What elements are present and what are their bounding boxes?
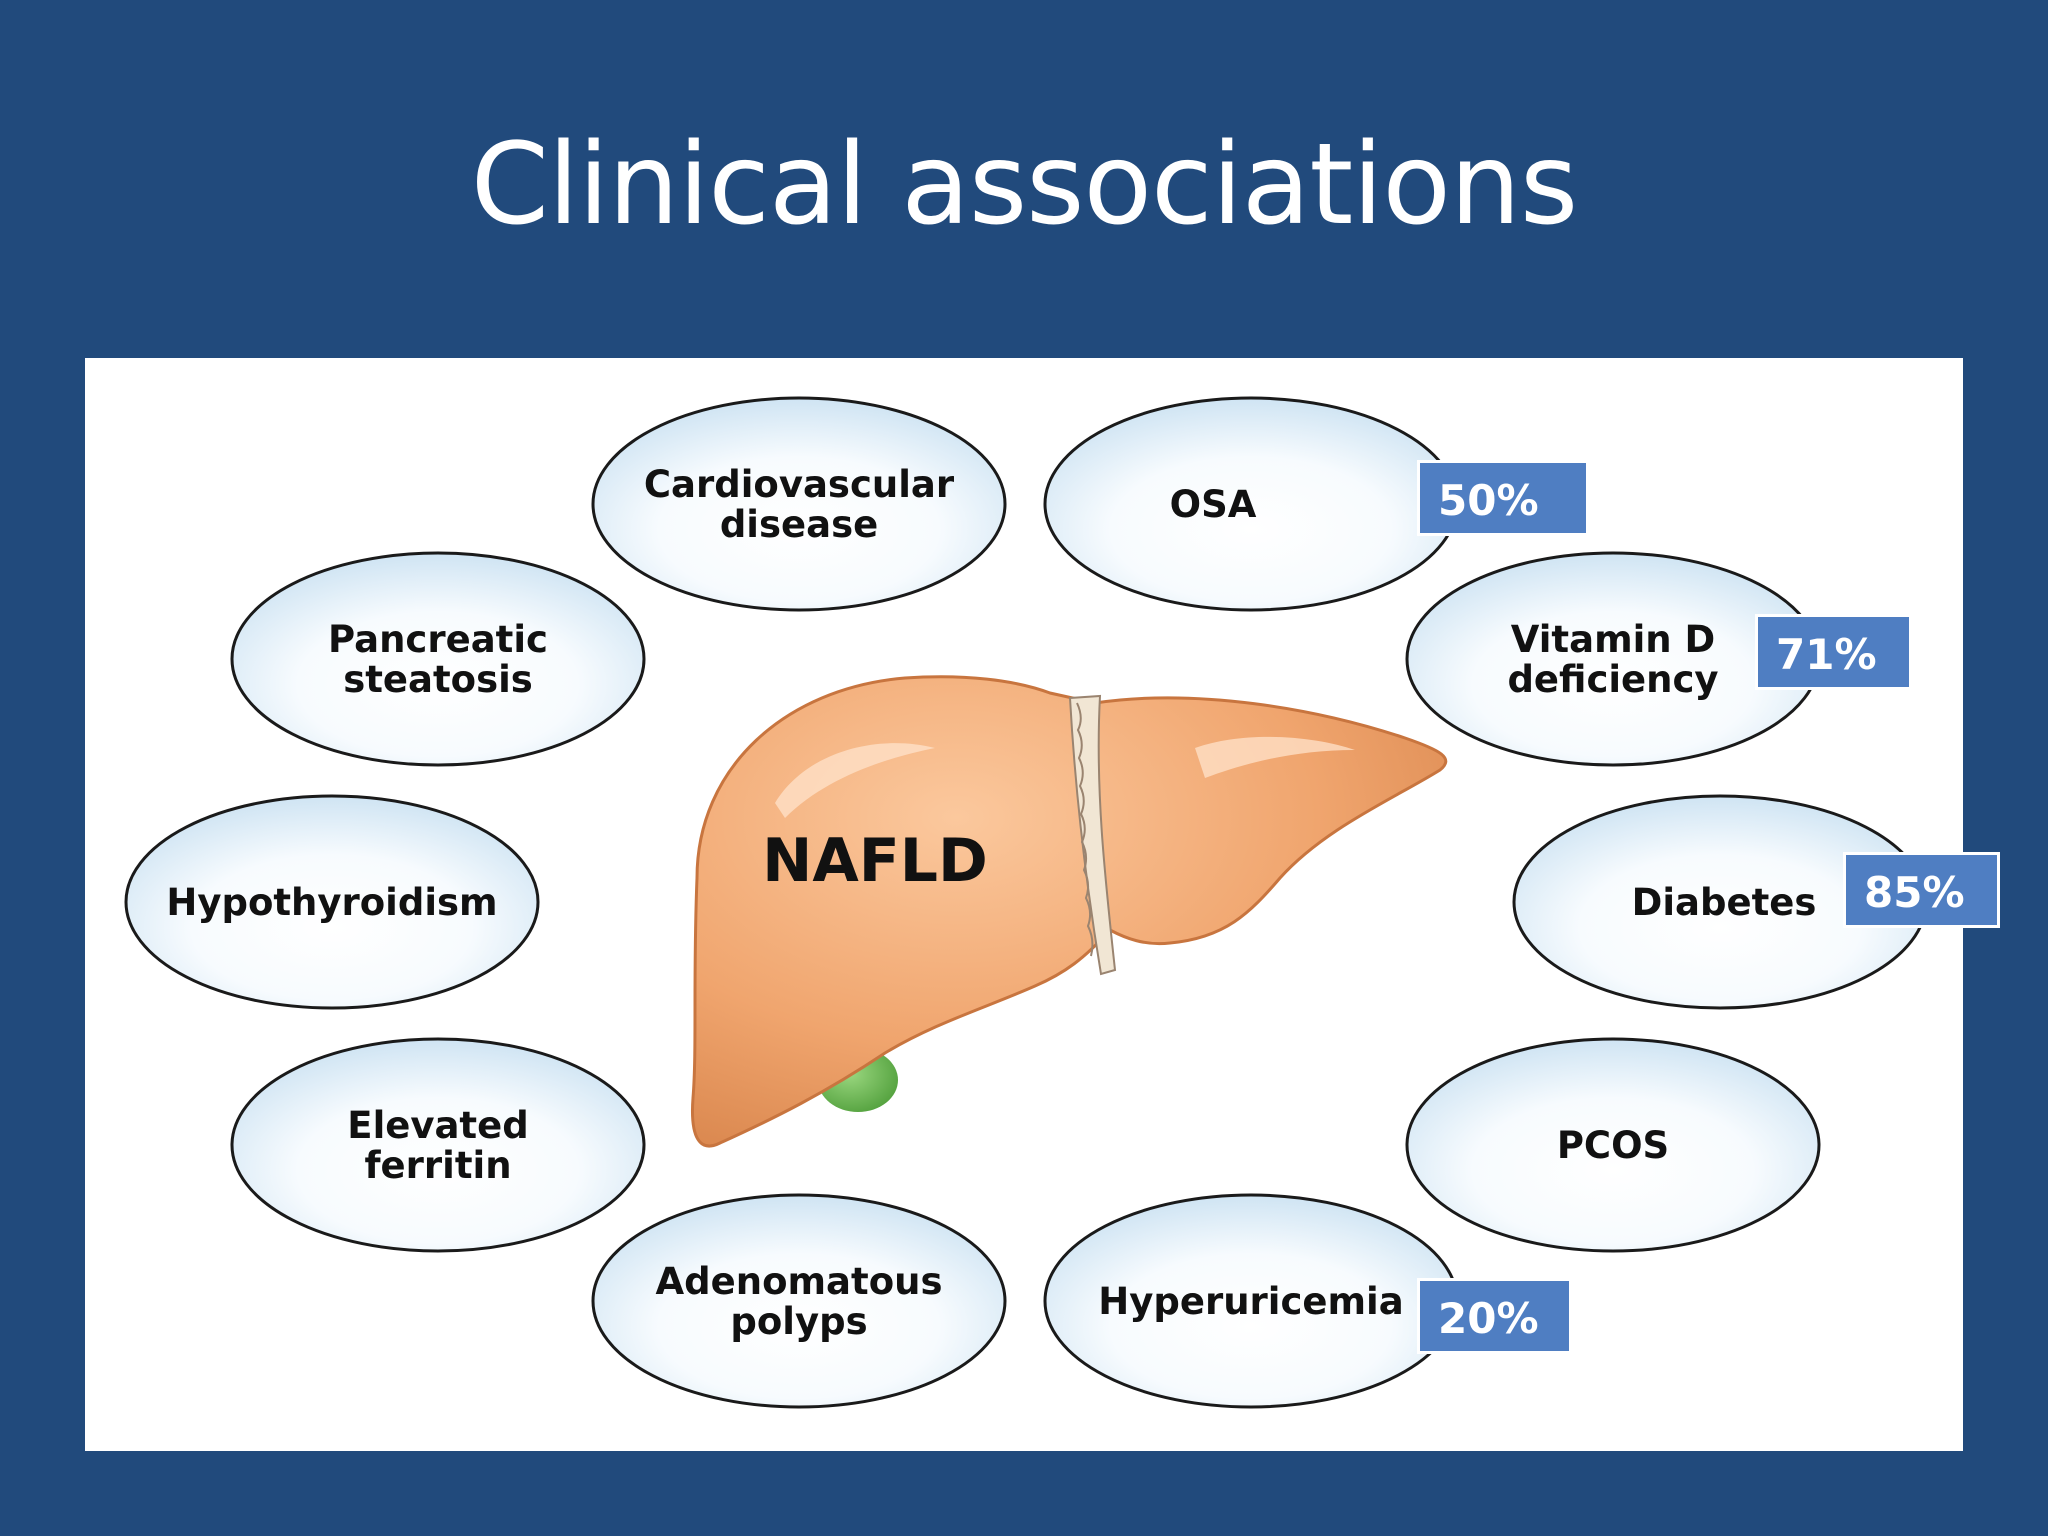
association-label: ferritin xyxy=(364,1144,511,1187)
association-pcos: PCOS xyxy=(1405,1037,1821,1253)
association-label: Hyperuricemia xyxy=(1098,1280,1403,1323)
association-bubble xyxy=(1405,1037,1821,1253)
association-label: OSA xyxy=(1170,483,1257,526)
association-osa: OSA xyxy=(1043,396,1459,612)
association-label: Pancreatic xyxy=(328,618,548,661)
association-label: disease xyxy=(720,503,878,546)
association-label: Elevated xyxy=(347,1104,528,1147)
association-bubble xyxy=(591,1193,1007,1409)
association-hyperuricemia: Hyperuricemia xyxy=(1043,1193,1459,1409)
association-bubble xyxy=(124,794,540,1010)
slide-title: Clinical associations xyxy=(470,120,1579,250)
prevalence-badge-vitamin-d: 71% xyxy=(1755,614,1912,690)
association-label: Adenomatous xyxy=(656,1260,943,1303)
association-bubble xyxy=(230,551,646,767)
liver-icon xyxy=(690,675,1448,1148)
association-label: Cardiovascular xyxy=(644,463,955,506)
association-label: Vitamin D xyxy=(1511,618,1716,661)
association-label: polyps xyxy=(730,1300,867,1343)
association-label: PCOS xyxy=(1557,1124,1669,1167)
prevalence-badge-osa: 50% xyxy=(1417,460,1589,536)
liver-illustration: NAFLD xyxy=(690,675,1448,1148)
prevalence-badge-hyperuricemia: 20% xyxy=(1417,1278,1572,1354)
center-label: NAFLD xyxy=(762,826,988,896)
association-bubble xyxy=(591,396,1007,612)
association-label: Hypothyroidism xyxy=(166,881,497,924)
association-hypothyroidism: Hypothyroidism xyxy=(124,794,540,1010)
prevalence-badge-diabetes: 85% xyxy=(1843,852,2000,928)
association-label: Diabetes xyxy=(1632,881,1817,924)
association-label: deficiency xyxy=(1507,658,1718,701)
association-label: steatosis xyxy=(343,658,533,701)
association-bubble xyxy=(230,1037,646,1253)
